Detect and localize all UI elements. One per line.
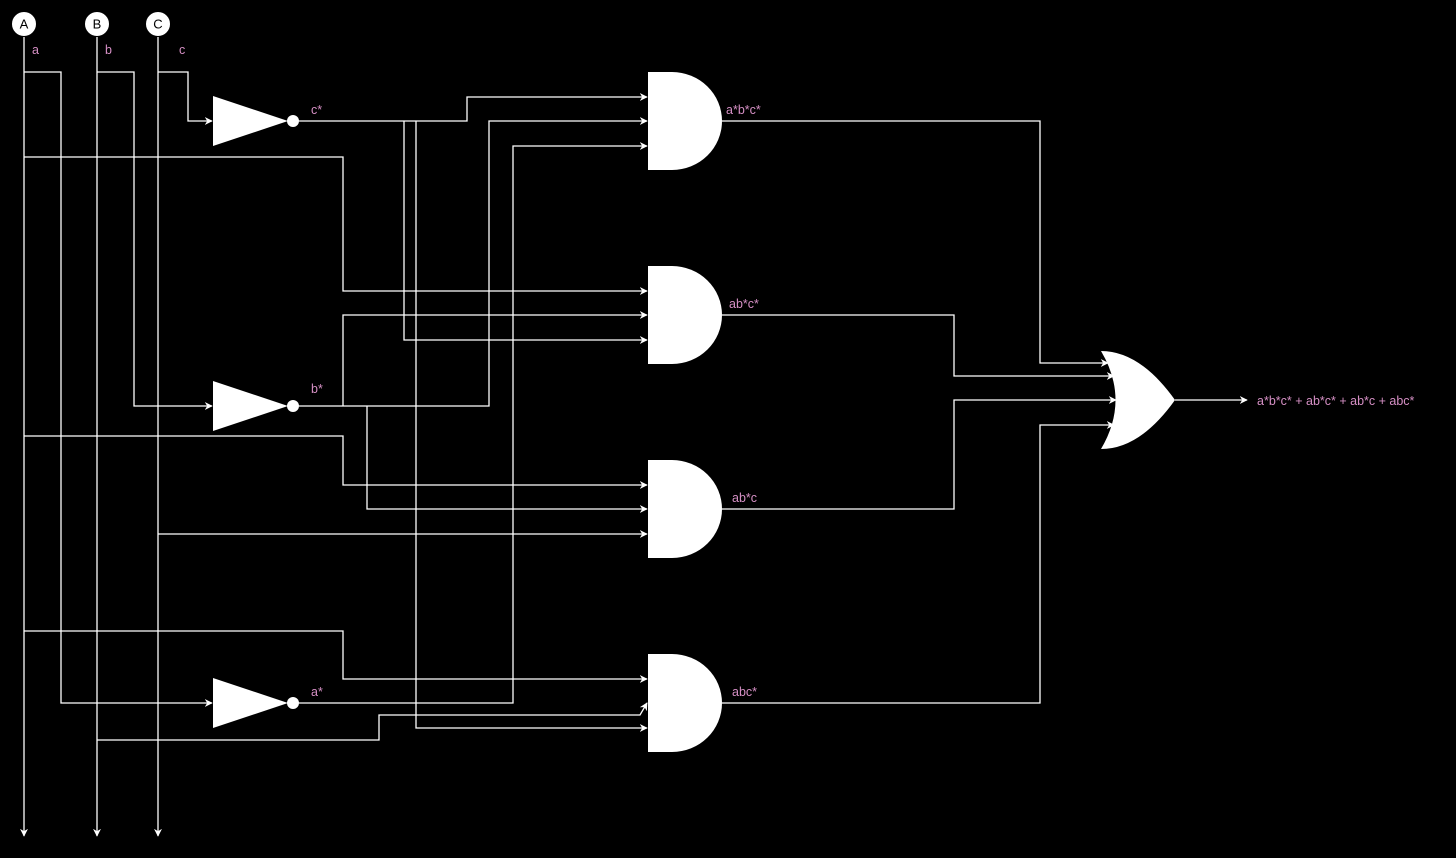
inverter-c-label: c* bbox=[311, 103, 322, 117]
wire-and2-to-or bbox=[722, 314, 1115, 380]
and3-input-wires bbox=[24, 406, 648, 538]
inverter-c-bubble bbox=[287, 115, 299, 127]
and1-input-wires bbox=[299, 93, 648, 704]
and-gate-2 bbox=[648, 266, 722, 364]
wire-and3-to-or bbox=[722, 396, 1117, 510]
wire-a-to-and3 bbox=[24, 435, 648, 489]
wire-a-to-and2 bbox=[24, 156, 648, 295]
input-terminal-a: A bbox=[11, 11, 37, 37]
wire-a-to-and4 bbox=[24, 630, 648, 683]
and-gate-3 bbox=[648, 460, 722, 558]
signal-label-b: b bbox=[105, 43, 112, 57]
and-gate-4-label: abc* bbox=[732, 685, 757, 699]
input-terminal-a-circle bbox=[11, 11, 37, 37]
inverter-c-triangle bbox=[213, 96, 288, 146]
wire-not-c-to-and4 bbox=[415, 121, 648, 732]
and-gate-3-label: ab*c bbox=[732, 491, 757, 505]
input-terminal-c-name: C bbox=[153, 17, 162, 32]
or-gate bbox=[1101, 351, 1175, 449]
inverter-b-triangle bbox=[213, 381, 288, 431]
inverter-b bbox=[213, 381, 299, 431]
input-terminal-c: C bbox=[145, 11, 171, 37]
input-terminal-a-name: A bbox=[20, 17, 29, 32]
inverter-c bbox=[213, 96, 299, 146]
and-gate-1 bbox=[648, 72, 722, 170]
wire-not-c-to-and2 bbox=[403, 121, 648, 344]
and-gate-1-label: a*b*c* bbox=[726, 103, 761, 117]
inverter-input-wires bbox=[24, 71, 213, 707]
input-terminal-b-name: B bbox=[93, 17, 102, 32]
wire-and4-to-or bbox=[722, 421, 1115, 704]
wire-not-a-to-and1 bbox=[299, 142, 648, 704]
signal-label-c: c bbox=[179, 43, 185, 57]
input-terminal-b: B bbox=[84, 11, 110, 37]
wire-not-c-to-and1 bbox=[299, 93, 648, 122]
inverter-b-bubble bbox=[287, 400, 299, 412]
input-terminal-b-circle bbox=[84, 11, 110, 37]
signal-label-a: a bbox=[32, 43, 39, 57]
wire-b-to-not-b bbox=[97, 71, 213, 410]
and2-input-wires bbox=[24, 121, 648, 406]
inverter-a bbox=[213, 678, 299, 728]
inverter-b-label: b* bbox=[311, 382, 323, 396]
wire-and1-to-or bbox=[722, 120, 1109, 367]
and-gate-2-label: ab*c* bbox=[729, 297, 759, 311]
inverter-a-triangle bbox=[213, 678, 288, 728]
wire-not-b-to-and1 bbox=[299, 117, 648, 407]
input-terminal-c-circle bbox=[145, 11, 171, 37]
or-output-label: a*b*c* + ab*c* + ab*c + abc* bbox=[1257, 394, 1415, 408]
inverter-a-bubble bbox=[287, 697, 299, 709]
wire-not-b-to-and2 bbox=[342, 311, 648, 406]
and4-input-wires bbox=[24, 121, 648, 741]
and-gate-4 bbox=[648, 654, 722, 752]
or-input-wires bbox=[722, 120, 1117, 704]
wire-b-to-and4 bbox=[97, 702, 648, 741]
wire-not-b-to-and3 bbox=[366, 406, 648, 513]
wire-c-to-not-c bbox=[158, 71, 213, 125]
wire-a-to-not-a bbox=[24, 71, 213, 707]
inverter-a-label: a* bbox=[311, 685, 323, 699]
